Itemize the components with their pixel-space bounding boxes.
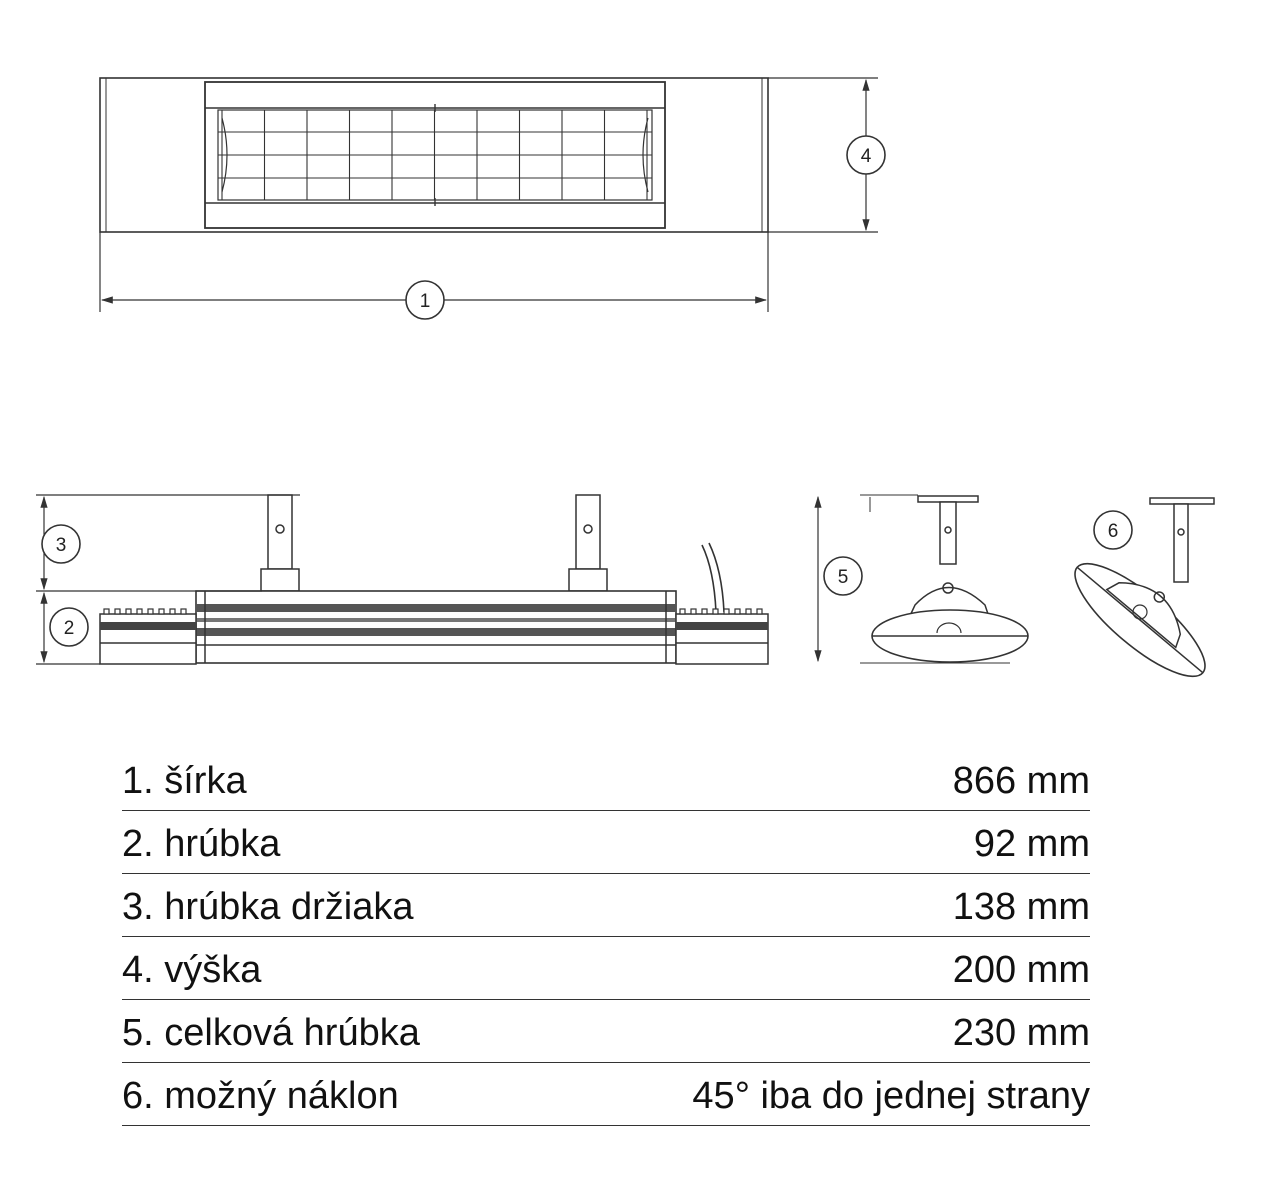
end-view — [860, 494, 1029, 664]
spec-label: 5. celková hrúbka — [122, 1012, 420, 1054]
spec-row: 3. hrúbka držiaka 138 mm — [122, 874, 1090, 937]
front-view — [99, 77, 769, 233]
svg-text:6: 6 — [1108, 521, 1119, 542]
spec-label: 6. možný náklon — [122, 1075, 399, 1117]
callout-4: 4 — [846, 135, 886, 175]
spec-value: 138 mm — [952, 886, 1090, 928]
callout-2: 2 — [49, 607, 89, 647]
svg-text:1: 1 — [420, 291, 431, 312]
spec-row: 6. možný náklon 45° iba do jednej strany — [122, 1063, 1090, 1126]
spec-value: 200 mm — [952, 949, 1090, 991]
callout-6: 6 — [1093, 510, 1133, 550]
spec-value: 866 mm — [952, 760, 1090, 802]
callout-1: 1 — [405, 280, 445, 320]
spec-value: 92 mm — [973, 823, 1090, 865]
svg-text:4: 4 — [861, 146, 872, 167]
front-housing — [99, 77, 769, 233]
spec-label: 4. výška — [122, 949, 262, 991]
svg-text:2: 2 — [64, 618, 75, 639]
tilted-view — [1074, 497, 1215, 678]
side-view — [99, 494, 769, 665]
callout-3: 3 — [41, 524, 81, 564]
spec-row: 5. celková hrúbka 230 mm — [122, 1000, 1090, 1063]
spec-label: 3. hrúbka držiaka — [122, 886, 414, 928]
spec-row: 1. šírka 866 mm — [122, 748, 1090, 811]
spec-value: 230 mm — [952, 1012, 1090, 1054]
callout-5: 5 — [823, 556, 863, 596]
spec-row: 2. hrúbka 92 mm — [122, 811, 1090, 874]
spec-label: 2. hrúbka — [122, 823, 281, 865]
dimension-thickness — [36, 591, 100, 665]
spec-label: 1. šírka — [122, 760, 247, 802]
technical-drawing: 4 1 — [36, 77, 1215, 678]
svg-text:5: 5 — [838, 567, 849, 588]
spec-row: 4. výška 200 mm — [122, 937, 1090, 1000]
front-panel — [204, 81, 666, 229]
spec-value: 45° iba do jednej strany — [692, 1075, 1090, 1117]
svg-text:3: 3 — [56, 535, 67, 556]
spec-table: 1. šírka 866 mm 2. hrúbka 92 mm 3. hrúbk… — [122, 748, 1090, 1126]
